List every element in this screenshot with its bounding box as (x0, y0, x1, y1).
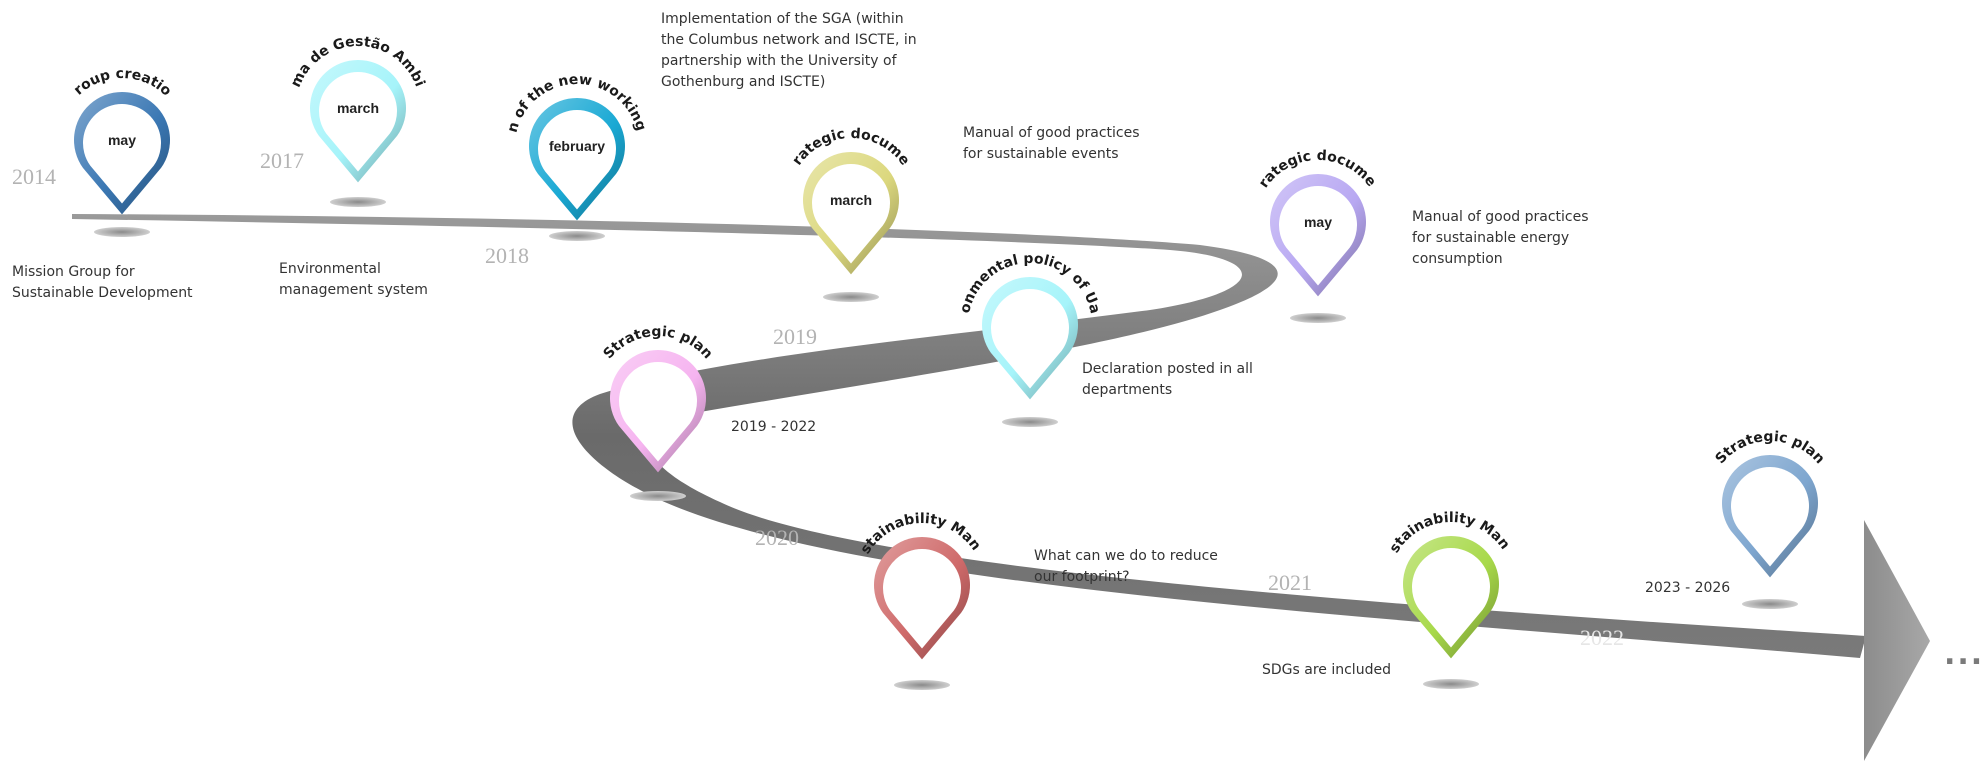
pin-shadow (1002, 417, 1058, 427)
milestone-description: What can we do to reduce our footprint? (1034, 546, 1218, 588)
pin-month: february (549, 138, 605, 154)
description-line: Manual of good practices (963, 125, 1140, 141)
pin-month: march (337, 100, 379, 116)
description-line: departments (1082, 382, 1173, 398)
milestone-pin: may Group creation (0, 0, 175, 237)
year-label-2021: 2021 (1268, 570, 1312, 595)
pin-marker-inner (83, 103, 161, 204)
year-label-2014: 2014 (12, 164, 56, 189)
milestone-description: 2023 - 2026 (1645, 578, 1730, 599)
pin-marker-inner (619, 362, 698, 462)
pin-marker-inner (319, 72, 397, 172)
pin-shadow (894, 680, 950, 690)
year-label-2018: 2018 (485, 243, 529, 268)
pin-shadow (630, 491, 686, 501)
year-label-2022: 2022 (1580, 625, 1624, 650)
description-line: Environmental (279, 261, 381, 277)
milestone-description: Manual of good practices for sustainable … (1412, 207, 1589, 270)
pin-marker-inner (1731, 466, 1810, 567)
description-line: the Columbus network and ISCTE, in (661, 32, 917, 48)
pin-shadow (94, 227, 150, 237)
pin-marker-inner (883, 549, 961, 649)
description-line: Declaration posted in all (1082, 361, 1253, 377)
description-line: Manual of good practices (1412, 209, 1589, 225)
description-line: partnership with the University of (661, 53, 897, 69)
timeline-arrow-head (1864, 520, 1930, 761)
milestone-title: Group creation (0, 0, 175, 100)
description-line: consumption (1412, 251, 1503, 267)
milestone-description: Manual of good practices for sustainable … (963, 123, 1140, 165)
pin-marker-inner (1279, 185, 1357, 286)
description-line: 2023 - 2026 (1645, 580, 1731, 596)
description-line: for sustainable energy (1412, 230, 1570, 246)
milestone-pin: marchSistema de Gestão Ambiental (0, 0, 428, 207)
pin-shadow (330, 197, 386, 207)
milestone-description: 2019 - 2022 (731, 417, 816, 438)
pin-shadow (549, 231, 605, 241)
pin-shadow (1742, 599, 1798, 609)
pin-marker-inner (538, 110, 617, 210)
pin-month: may (108, 132, 136, 148)
pin-month: march (830, 192, 872, 208)
milestone-pin: Strategic plan (1712, 429, 1828, 609)
year-label-2017: 2017 (260, 148, 304, 173)
description-line: SDGs are included (1262, 662, 1391, 678)
pin-month: may (1304, 214, 1332, 230)
pin-shadow (1290, 313, 1346, 323)
milestone-description: Declaration posted in all departments (1082, 359, 1253, 401)
pin-shadow (1423, 679, 1479, 689)
pin-shadow (823, 292, 879, 302)
description-line: for sustainable events (963, 146, 1119, 162)
description-line: Sustainable Development (12, 285, 193, 301)
pin-marker-inner (1412, 547, 1490, 648)
year-label-2020: 2020 (755, 525, 799, 550)
timeline-road (72, 214, 1866, 658)
description-line: our footprint? (1034, 569, 1130, 585)
description-line: What can we do to reduce (1034, 548, 1218, 564)
pin-marker-inner (990, 289, 1069, 389)
description-line: Implementation of the SGA (within (661, 11, 904, 27)
year-label-2019: 2019 (773, 324, 817, 349)
description-line: management system (279, 282, 428, 298)
description-line: Mission Group for (12, 264, 135, 280)
timeline-continuation: ... (1944, 637, 1982, 672)
description-line: Gothenburg and ISCTE) (661, 74, 826, 90)
milestone-description: Environmental management system (279, 259, 428, 301)
milestone-description: SDGs are included (1262, 660, 1391, 681)
description-line: 2019 - 2022 (731, 419, 817, 435)
pin-marker-inner (812, 164, 890, 264)
milestone-description: Implementation of the SGA (within the Col… (661, 9, 917, 93)
